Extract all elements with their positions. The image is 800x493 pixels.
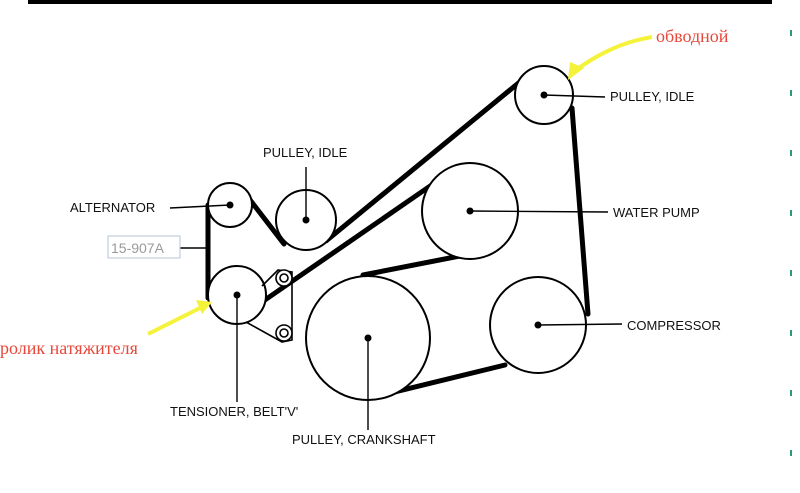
label-compressor: COMPRESSOR bbox=[627, 318, 721, 333]
annotation-idler: обводной bbox=[656, 26, 729, 46]
label-water-pump: WATER PUMP bbox=[613, 205, 700, 220]
pulleys bbox=[207, 65, 587, 401]
label-alternator: ALTERNATOR bbox=[70, 200, 155, 215]
annotation-tensioner: ролик натяжителя bbox=[0, 338, 138, 358]
arrow-idler-head bbox=[568, 62, 584, 80]
belt-top-idle-to-compressor bbox=[569, 105, 591, 317]
arrow-tensioner bbox=[147, 306, 201, 336]
belt-crank-to-waterpump bbox=[360, 251, 473, 278]
label-pulley-idle-top: PULLEY, IDLE bbox=[610, 89, 695, 104]
arrow-tensioner-head bbox=[196, 300, 212, 314]
belt-idle-to-top-idle bbox=[323, 73, 530, 244]
label-crankshaft: PULLEY, CRANKSHAFT bbox=[292, 432, 436, 447]
label-pulley-idle-small: PULLEY, IDLE bbox=[263, 145, 348, 160]
tensioner-bracket bbox=[245, 269, 293, 343]
arrow-idler bbox=[574, 35, 653, 72]
top-border bbox=[28, 0, 772, 4]
leader-lines bbox=[169, 94, 623, 430]
part-number-box bbox=[107, 235, 181, 259]
annotation-arrows bbox=[147, 35, 653, 336]
part-number: 15-907A bbox=[111, 240, 165, 256]
label-tensioner: TENSIONER, BELT'V' bbox=[170, 404, 298, 419]
belt-alternator-to-idle bbox=[244, 193, 287, 247]
